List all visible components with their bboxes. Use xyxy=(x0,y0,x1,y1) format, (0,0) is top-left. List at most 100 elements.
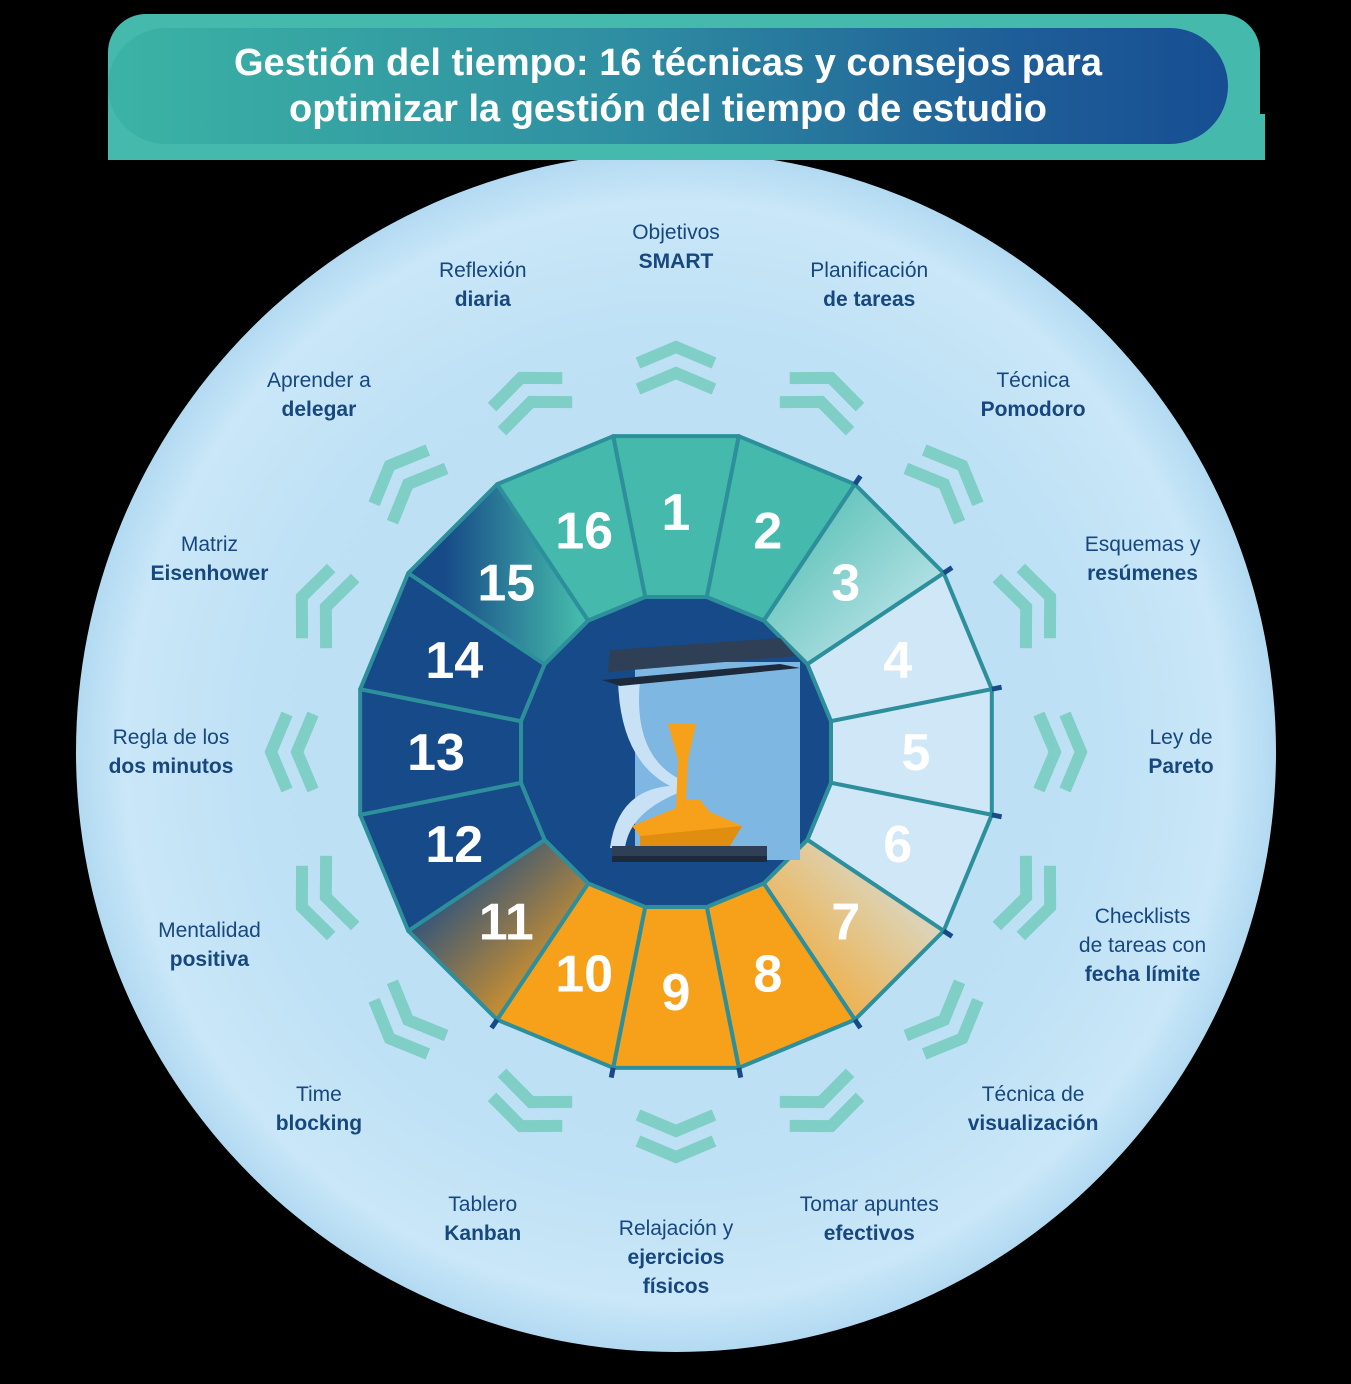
segment-tick xyxy=(852,474,863,486)
technique-label-7: Técnica de visualización xyxy=(968,1080,1099,1138)
technique-label-bold: físicos xyxy=(642,1274,710,1298)
segment-number-4: 4 xyxy=(883,632,912,690)
segment-tick xyxy=(942,565,954,576)
segment-number-8: 8 xyxy=(753,946,782,1004)
chevron-ring xyxy=(264,340,1088,1164)
technique-label-text: Tablero xyxy=(448,1192,518,1216)
segment-tick xyxy=(991,812,1003,820)
technique-label-12: Mentalidad positiva xyxy=(158,916,261,974)
technique-label-bold: resúmenes xyxy=(1087,561,1198,585)
chevron-icon xyxy=(992,563,1057,649)
segment-number-9: 9 xyxy=(662,964,691,1022)
technique-label-bold: Kanban xyxy=(444,1221,522,1245)
chevron-icon xyxy=(779,1068,865,1133)
segment-number-3: 3 xyxy=(831,554,860,612)
segment-tick xyxy=(608,1067,616,1079)
technique-label-11: Time blocking xyxy=(276,1080,362,1138)
segment-number-5: 5 xyxy=(902,724,931,782)
title-pill: Gestión del tiempo: 16 técnicas y consej… xyxy=(108,28,1228,144)
segment-tick xyxy=(489,1018,500,1030)
segment-number-7: 7 xyxy=(831,894,860,952)
technique-label-text: Checklists xyxy=(1094,904,1191,928)
technique-label-text: Técnica de xyxy=(981,1083,1085,1107)
technique-label-bold: delegar xyxy=(281,397,357,421)
technique-label-text: Técnica xyxy=(996,368,1070,392)
technique-label-text: Relajación y xyxy=(618,1216,734,1240)
technique-label-bold: visualización xyxy=(967,1112,1099,1136)
chevron-icon xyxy=(992,855,1057,941)
technique-label-bold: positiva xyxy=(169,948,250,972)
technique-label-text: Esquemas y xyxy=(1084,532,1201,556)
chevron-icon xyxy=(487,371,573,436)
segment-number-1: 1 xyxy=(662,484,691,542)
chevron-icon xyxy=(295,563,360,649)
technique-label-bold: Pareto xyxy=(1148,755,1214,778)
technique-label-16: Reflexión diaria xyxy=(439,256,527,314)
segment-tick xyxy=(991,684,1003,692)
segment-number-12: 12 xyxy=(425,816,483,874)
technique-label-bold: SMART xyxy=(638,250,714,273)
technique-label-bold: ejercicios xyxy=(627,1245,725,1269)
technique-label-text: Planificación xyxy=(810,259,929,283)
technique-label-text: Reflexión xyxy=(438,259,527,283)
technique-label-text: Mentalidad xyxy=(158,919,261,943)
segment-tick xyxy=(852,1018,863,1030)
chevron-icon xyxy=(1033,711,1088,793)
segment-tick xyxy=(942,928,954,939)
chevron-icon xyxy=(368,444,449,525)
chevron-icon xyxy=(903,979,984,1060)
technique-label-bold: de tareas xyxy=(823,288,916,312)
segment-number-15: 15 xyxy=(477,554,535,612)
segment-number-16: 16 xyxy=(555,502,613,560)
center-hub xyxy=(519,595,833,909)
segment-number-11: 11 xyxy=(479,894,534,952)
technique-label-bold: blocking xyxy=(275,1112,363,1136)
segment-number-14: 14 xyxy=(425,632,483,690)
segment-number-13: 13 xyxy=(407,724,465,782)
technique-label-text: de tareas con xyxy=(1078,933,1207,957)
technique-label-bold: diaria xyxy=(454,288,511,312)
technique-label-bold: Pomodoro xyxy=(980,397,1086,421)
technique-label-bold: dos minutos xyxy=(108,755,234,778)
segment-number-10: 10 xyxy=(555,946,613,1004)
technique-label-text: Aprender a xyxy=(266,368,371,392)
title-banner: Gestión del tiempo: 16 técnicas y consej… xyxy=(108,14,1265,160)
chevron-icon xyxy=(635,1109,717,1164)
hourglass-icon xyxy=(602,638,800,862)
chevron-icon xyxy=(264,711,319,793)
technique-label-text: Time xyxy=(295,1083,342,1107)
technique-label-13: Regla de los dos minutos xyxy=(109,723,234,781)
chevron-icon xyxy=(635,340,717,395)
technique-label-9: Relajación y ejercicios físicos xyxy=(619,1214,733,1301)
title-line-2: optimizar la gestión del tiempo de estud… xyxy=(289,88,1047,130)
technique-label-bold: efectivos xyxy=(823,1221,915,1245)
chevron-icon xyxy=(487,1068,573,1133)
chevron-icon xyxy=(903,444,984,525)
technique-label-2: Planificación de tareas xyxy=(810,256,928,314)
technique-label-bold: Eisenhower xyxy=(150,561,269,585)
technique-label-5: Ley de Pareto xyxy=(1148,723,1213,781)
technique-label-text: Objetivos xyxy=(632,221,720,244)
technique-label-6: Checklists de tareas con fecha límite xyxy=(1079,902,1206,989)
segment-number-6: 6 xyxy=(883,816,912,874)
chevron-icon xyxy=(368,979,449,1060)
technique-label-text: Matriz xyxy=(180,532,239,556)
segment-number-2: 2 xyxy=(753,502,782,560)
title-line-1: Gestión del tiempo: 16 técnicas y consej… xyxy=(234,42,1102,84)
technique-label-text: Regla de los xyxy=(112,726,230,749)
technique-label-8: Tomar apuntes efectivos xyxy=(800,1190,939,1248)
chevron-icon xyxy=(779,371,865,436)
technique-label-15: Aprender a delegar xyxy=(267,366,371,424)
technique-label-bold: fecha límite xyxy=(1084,962,1201,986)
segment-tick xyxy=(736,1067,744,1079)
technique-label-text: Tomar apuntes xyxy=(799,1192,939,1216)
chevron-icon xyxy=(295,855,360,941)
technique-label-text: Ley de xyxy=(1149,726,1213,749)
